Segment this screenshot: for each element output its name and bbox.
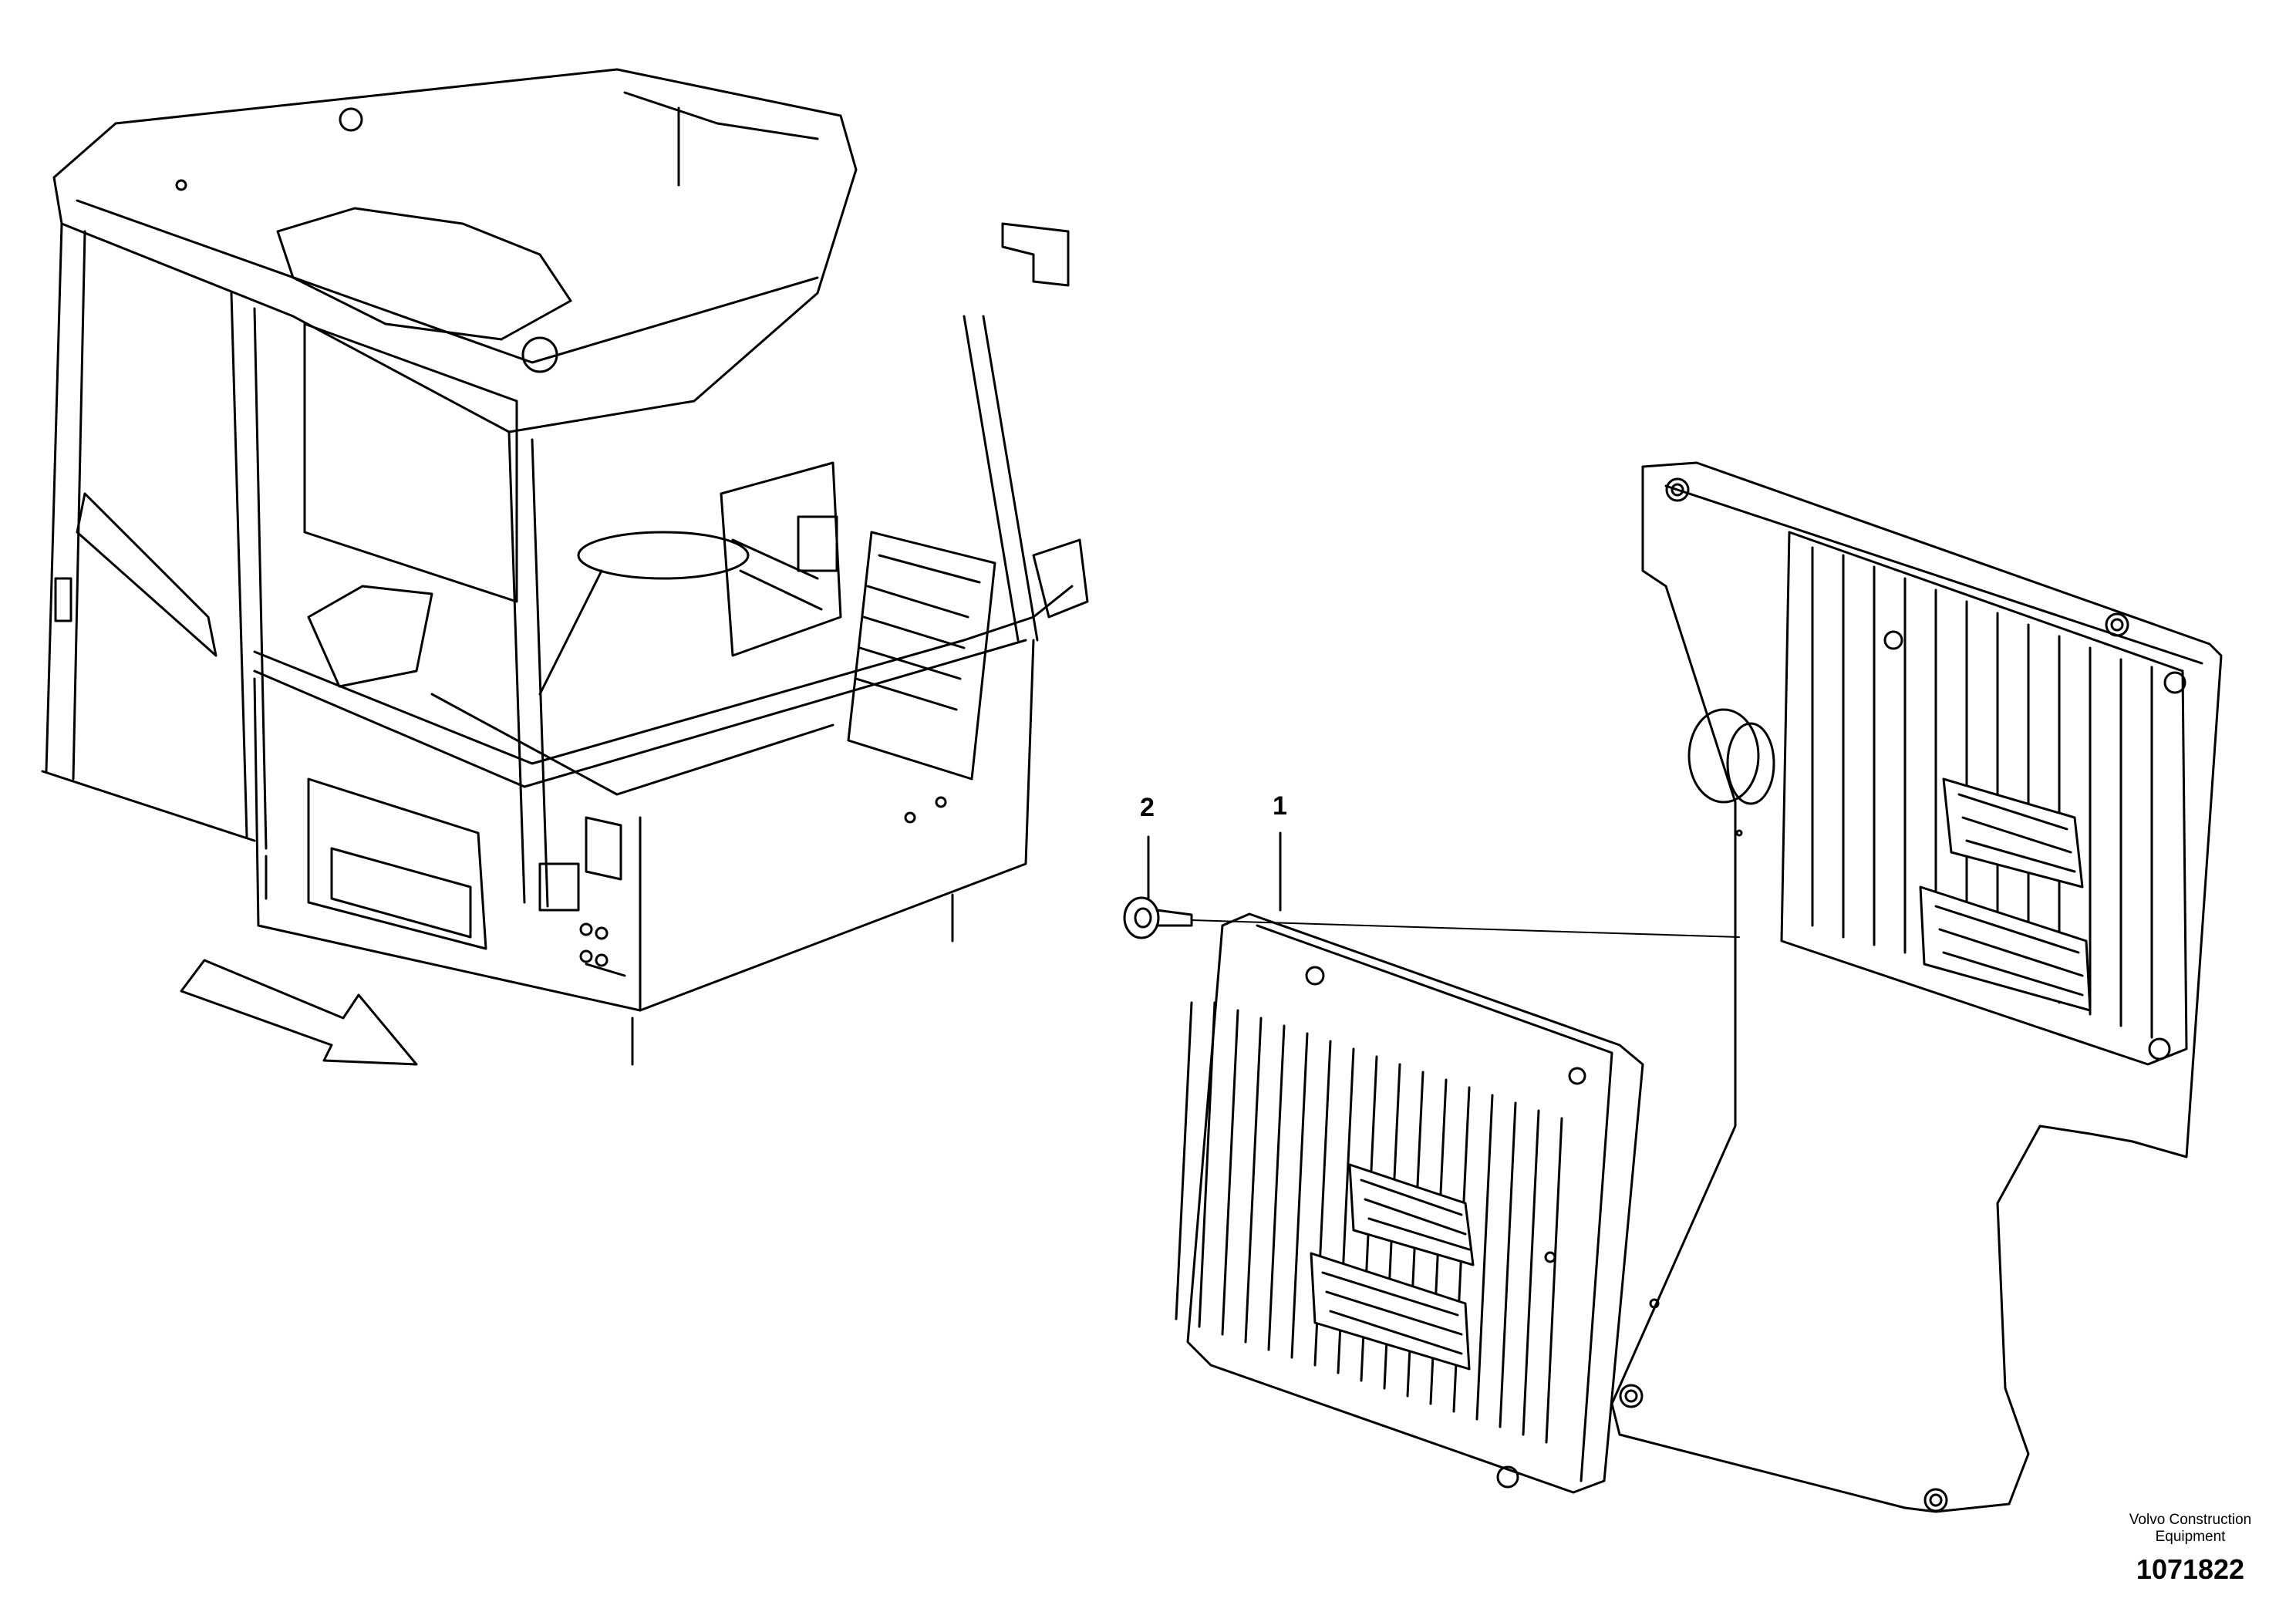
callout-2: 2 bbox=[1140, 793, 1155, 822]
brand-label: Volvo Construction Equipment bbox=[2098, 1512, 2283, 1546]
direction-arrow bbox=[180, 959, 418, 1066]
alignment-line bbox=[1191, 919, 1740, 938]
brand-line-1: Volvo Construction bbox=[2129, 1512, 2252, 1528]
cab-frame bbox=[41, 68, 1089, 1066]
brand-line-2: Equipment bbox=[2155, 1529, 2226, 1545]
mounting-plate bbox=[1610, 461, 2223, 1513]
callout-1: 1 bbox=[1273, 791, 1287, 821]
document-number: 1071822 bbox=[2136, 1553, 2245, 1585]
control-unit-mounted bbox=[1780, 531, 2188, 1066]
control-unit-exploded bbox=[1175, 912, 1644, 1494]
screw bbox=[1123, 896, 1193, 939]
